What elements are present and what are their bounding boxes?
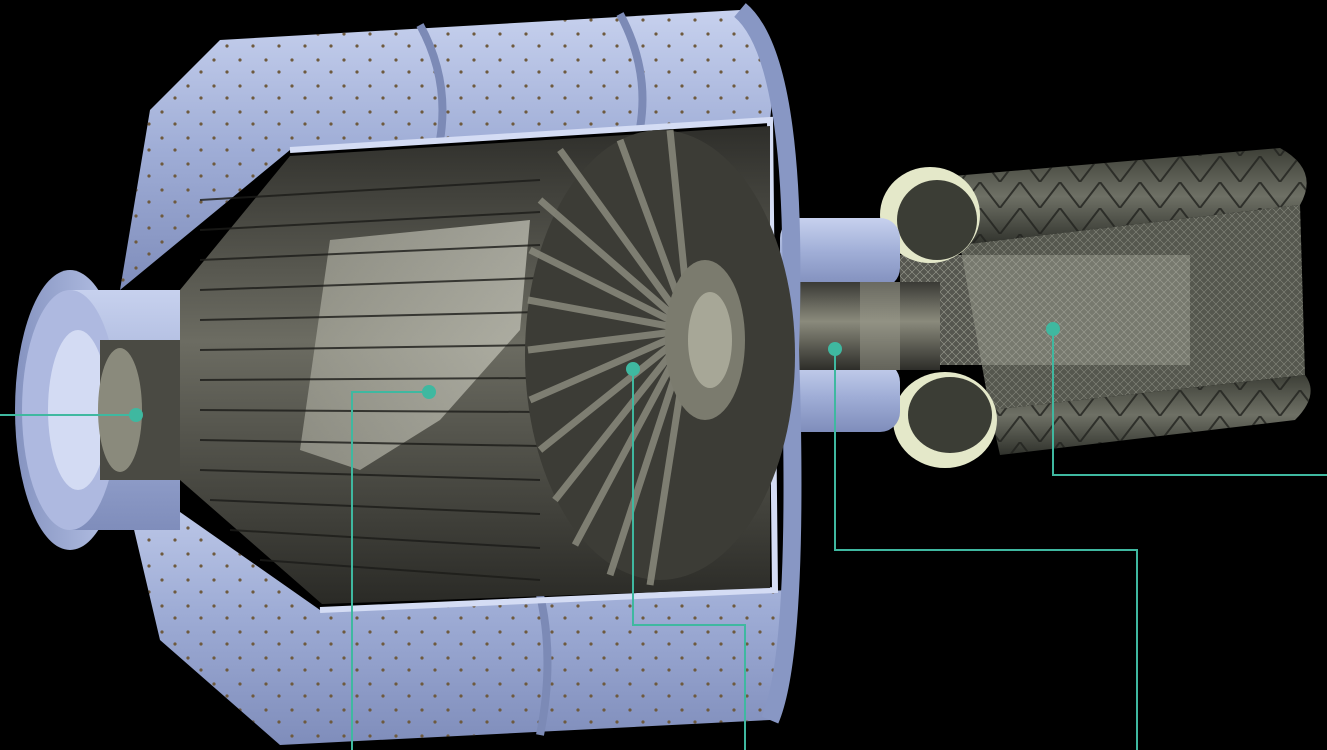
callout-dot-inner-tracker-cage <box>1046 322 1060 336</box>
callout-dot-central-shaft <box>828 342 842 356</box>
callout-line-inner-tracker-cage <box>1052 329 1327 476</box>
callout-line-endcap-wheel <box>632 369 746 750</box>
endcap-wheel <box>525 129 795 586</box>
callout-dot-beam-pipe-flange <box>129 408 143 422</box>
outer-shell <box>120 3 802 745</box>
callout-line-central-shaft <box>834 349 1138 750</box>
callout-dot-calorimeter-modules <box>422 385 436 399</box>
inner-tracker-cage <box>880 148 1311 468</box>
callout-dot-endcap-wheel <box>626 362 640 376</box>
callout-lines <box>0 329 1327 750</box>
callout-line-calorimeter-modules <box>351 391 429 750</box>
callout-dots <box>129 322 1060 422</box>
beam-pipe-flange <box>15 270 180 550</box>
